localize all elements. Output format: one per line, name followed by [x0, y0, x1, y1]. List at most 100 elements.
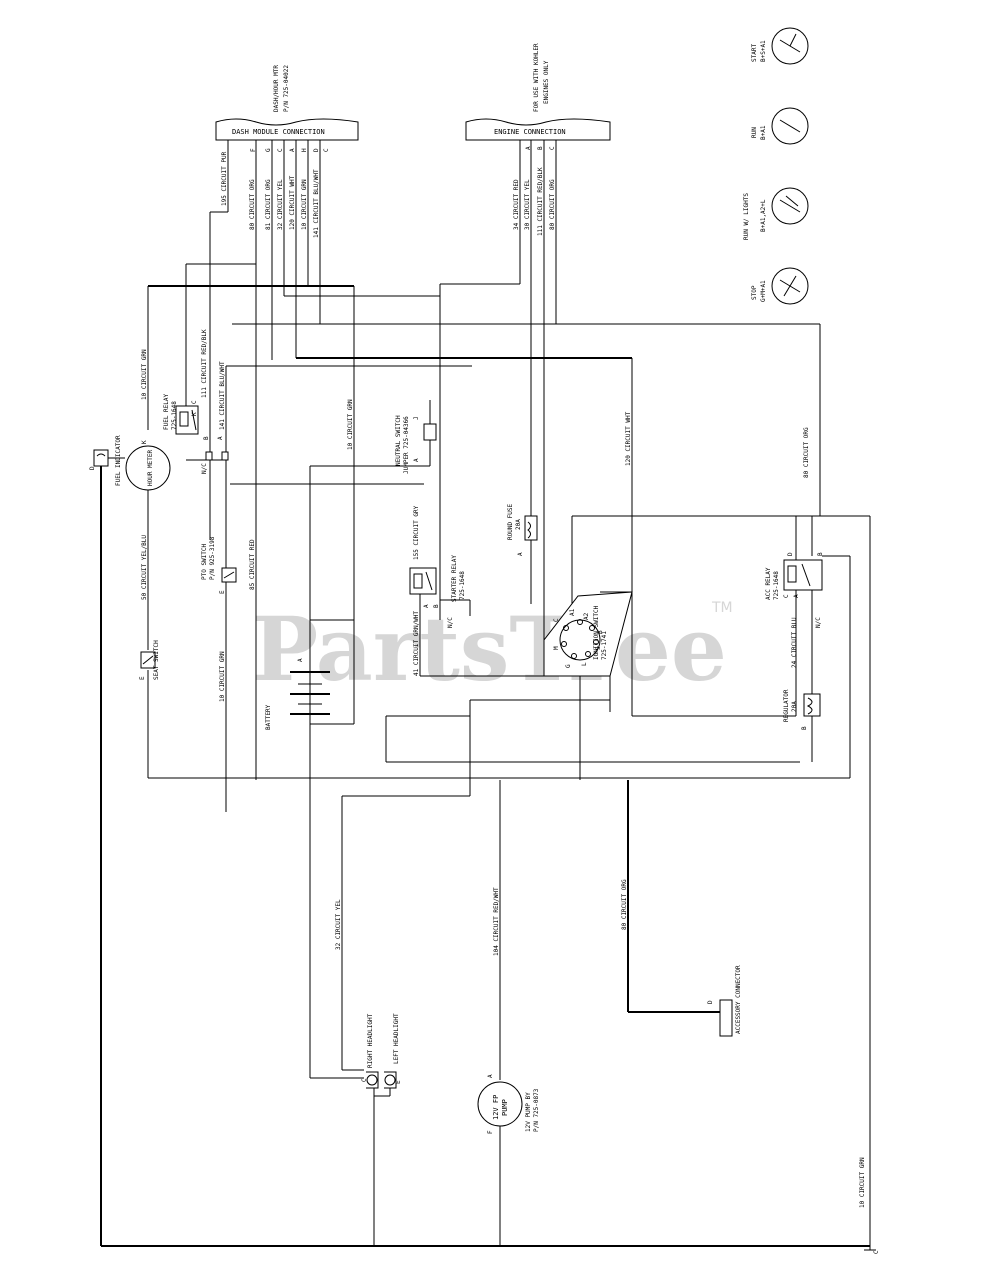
accessory-pin: D: [707, 1000, 714, 1004]
engine-pin: B: [537, 146, 544, 150]
wire-label: 120 CIRCUIT WHT: [625, 411, 632, 466]
neutral-switch-pin: A: [413, 458, 420, 462]
pto-switch-label: PTO SWITCH: [201, 543, 208, 580]
engine-pin: A: [525, 146, 532, 150]
ignition-switch-pin: G: [565, 664, 572, 668]
headlights: RIGHT HEADLIGHT LEFT HEADLIGHT C E: [361, 1013, 402, 1097]
dash-wire-label: 81 CIRCUIT ORG: [265, 179, 272, 230]
dash-pin: D: [313, 148, 320, 152]
fuel-indicator-label: FUEL INDICATOR: [115, 435, 122, 486]
switch-position-terminals: B+S+A1: [760, 40, 767, 62]
acc-relay-part: 725-1648: [773, 571, 780, 600]
fuse: ROUND FUSE 20A A: [507, 503, 538, 556]
ignition-switch-pin: L: [581, 662, 588, 666]
fuel-relay-pin: C: [191, 400, 198, 404]
wire-label: 85 CIRCUIT RED: [249, 539, 256, 590]
acc-relay-pin: N/C: [815, 617, 822, 628]
wire-label: 80 CIRCUIT ORG: [803, 427, 810, 478]
wire-label: 24 CIRCUIT BLU: [791, 617, 798, 668]
wire-label: 10 CIRCUIT GRN: [219, 651, 226, 702]
fuel-relay: FUEL RELAY 725-1648 C K B A N/C: [163, 393, 229, 474]
dash-pin: F: [250, 148, 257, 152]
dash-module-title: DASH MODULE CONNECTION: [232, 128, 325, 136]
switch-position-stop: STOP G+M+A1: [751, 267, 809, 305]
starter-relay-pin: A: [423, 604, 430, 608]
ground-pin: C: [873, 1250, 880, 1254]
ignition-switch-pin: C: [553, 618, 560, 622]
dash-wire-label: 195 CIRCUIT PUR: [221, 151, 228, 206]
accessory-label: ACCESSORY CONNECTOR: [735, 965, 742, 1034]
regulator-value: 20A: [791, 701, 798, 712]
pump-pin: F: [487, 1130, 494, 1134]
pump-note-2: P/N 725-0873: [533, 1088, 540, 1132]
dash-wire-label: 141 CIRCUIT BLU/WHT: [313, 169, 320, 238]
wire-label: 50 CIRCUIT YEL/BLU: [141, 535, 148, 600]
dash-wire-label: 32 CIRCUIT YEL: [277, 179, 284, 230]
watermark: PartsTree: [252, 597, 727, 701]
accessory-connector: ACCESSORY CONNECTOR D: [707, 965, 742, 1037]
pump-line2: PUMP: [501, 1099, 509, 1116]
wire-label: 10 CIRCUIT GRN: [347, 399, 354, 450]
wire-label: 104 CIRCUIT RED/WHT: [493, 887, 500, 956]
neutral-switch-pin: J: [413, 416, 420, 420]
switch-position-start: START B+S+A1: [751, 27, 809, 65]
wire-label: 80 CIRCUIT ORG: [621, 879, 628, 930]
switch-position-name: START: [751, 44, 758, 62]
pump-pin: A: [487, 1074, 494, 1078]
wire-label: 41 CIRCUIT GRN/WHT: [413, 611, 420, 676]
dash-pin: G: [265, 148, 272, 152]
ground-terminal: C: [864, 1249, 880, 1254]
dash-module-note-2: P/N 725-04022: [283, 65, 290, 112]
ignition-switch-pin: A2: [583, 612, 590, 620]
regulator-pin: B: [801, 726, 808, 730]
acc-relay-pin: C: [783, 594, 790, 598]
fuel-indicator-pin: D: [89, 466, 96, 470]
wire-label: 111 CIRCUIT RED/BLK: [201, 329, 208, 398]
pto-switch-pin: E: [219, 590, 226, 594]
engine-connection-title: ENGINE CONNECTION: [494, 128, 566, 136]
switch-position-name: RUN: [751, 127, 758, 138]
engine-connector: ENGINE CONNECTION FOR USE WITH KOHLER EN…: [465, 43, 611, 236]
fuel-indicator: FUEL INDICATOR D: [89, 435, 122, 486]
battery: A BATTERY: [265, 620, 330, 730]
regulator: REGULATOR 20A B: [783, 689, 821, 730]
fuse-label: ROUND FUSE: [507, 503, 514, 540]
switch-position-terminals: B+A1,A2+L: [760, 199, 767, 232]
pump-note-1: 12V PUMP BY: [525, 1092, 532, 1132]
acc-relay-pin: A: [793, 594, 800, 598]
dash-module-note-1: DASH/HOUR MTR: [273, 65, 280, 112]
acc-relay-pin: D: [787, 552, 794, 556]
ignition-switch-pin: A1: [569, 608, 576, 616]
engine-wire-label: 80 CIRCUIT ORG: [549, 179, 556, 230]
dash-wire-label: 10 CIRCUIT GRN: [301, 179, 308, 230]
wire-label: 32 CIRCUIT YEL: [335, 899, 342, 950]
switch-position-terminals: B+A1: [760, 125, 767, 140]
engine-wire-label: 30 CIRCUIT YEL: [524, 179, 531, 230]
switch-position-terminals: G+M+A1: [760, 280, 767, 302]
ignition-switch-part: 725-1741: [601, 631, 608, 660]
fuel-relay-pin: B: [203, 436, 210, 440]
engine-wire-label: 34 CIRCUIT RED: [513, 179, 520, 230]
starter-relay-part: 725-1648: [459, 571, 466, 600]
switch-position-legend: START B+S+A1 RUN B+A1 RUN W/ LIGHTS B+A1…: [743, 27, 809, 305]
ignition-switch: IGNITION SWITCH 725-1741 C A1 A2 B S L G…: [543, 591, 633, 677]
starter-relay-label: STARTER RELAY: [451, 555, 458, 602]
fuse-value: 20A: [515, 519, 522, 530]
starter-relay-pin: N/C: [447, 617, 454, 628]
seat-switch-pin: E: [139, 676, 146, 680]
fuel-relay-pin: N/C: [201, 463, 208, 474]
fuel-relay-part: 725-1648: [171, 401, 178, 430]
pto-switch: PTO SWITCH P/N 925-3198 E: [201, 536, 237, 594]
dash-pin: A: [289, 148, 296, 152]
battery-label: BATTERY: [265, 704, 272, 730]
dash-pin: C: [323, 148, 330, 152]
ignition-switch-pin: M: [553, 646, 560, 650]
neutral-switch-label: NEUTRAL SWITCH: [395, 415, 402, 466]
seat-switch-label: SEAT SWITCH: [153, 640, 160, 680]
ignition-switch-label: IGNITION SWITCH: [593, 605, 600, 660]
fuel-relay-label: FUEL RELAY: [163, 393, 170, 430]
seat-switch: SEAT SWITCH E: [139, 640, 160, 680]
fuse-pin: A: [517, 552, 524, 556]
wire-network: [100, 140, 871, 1250]
